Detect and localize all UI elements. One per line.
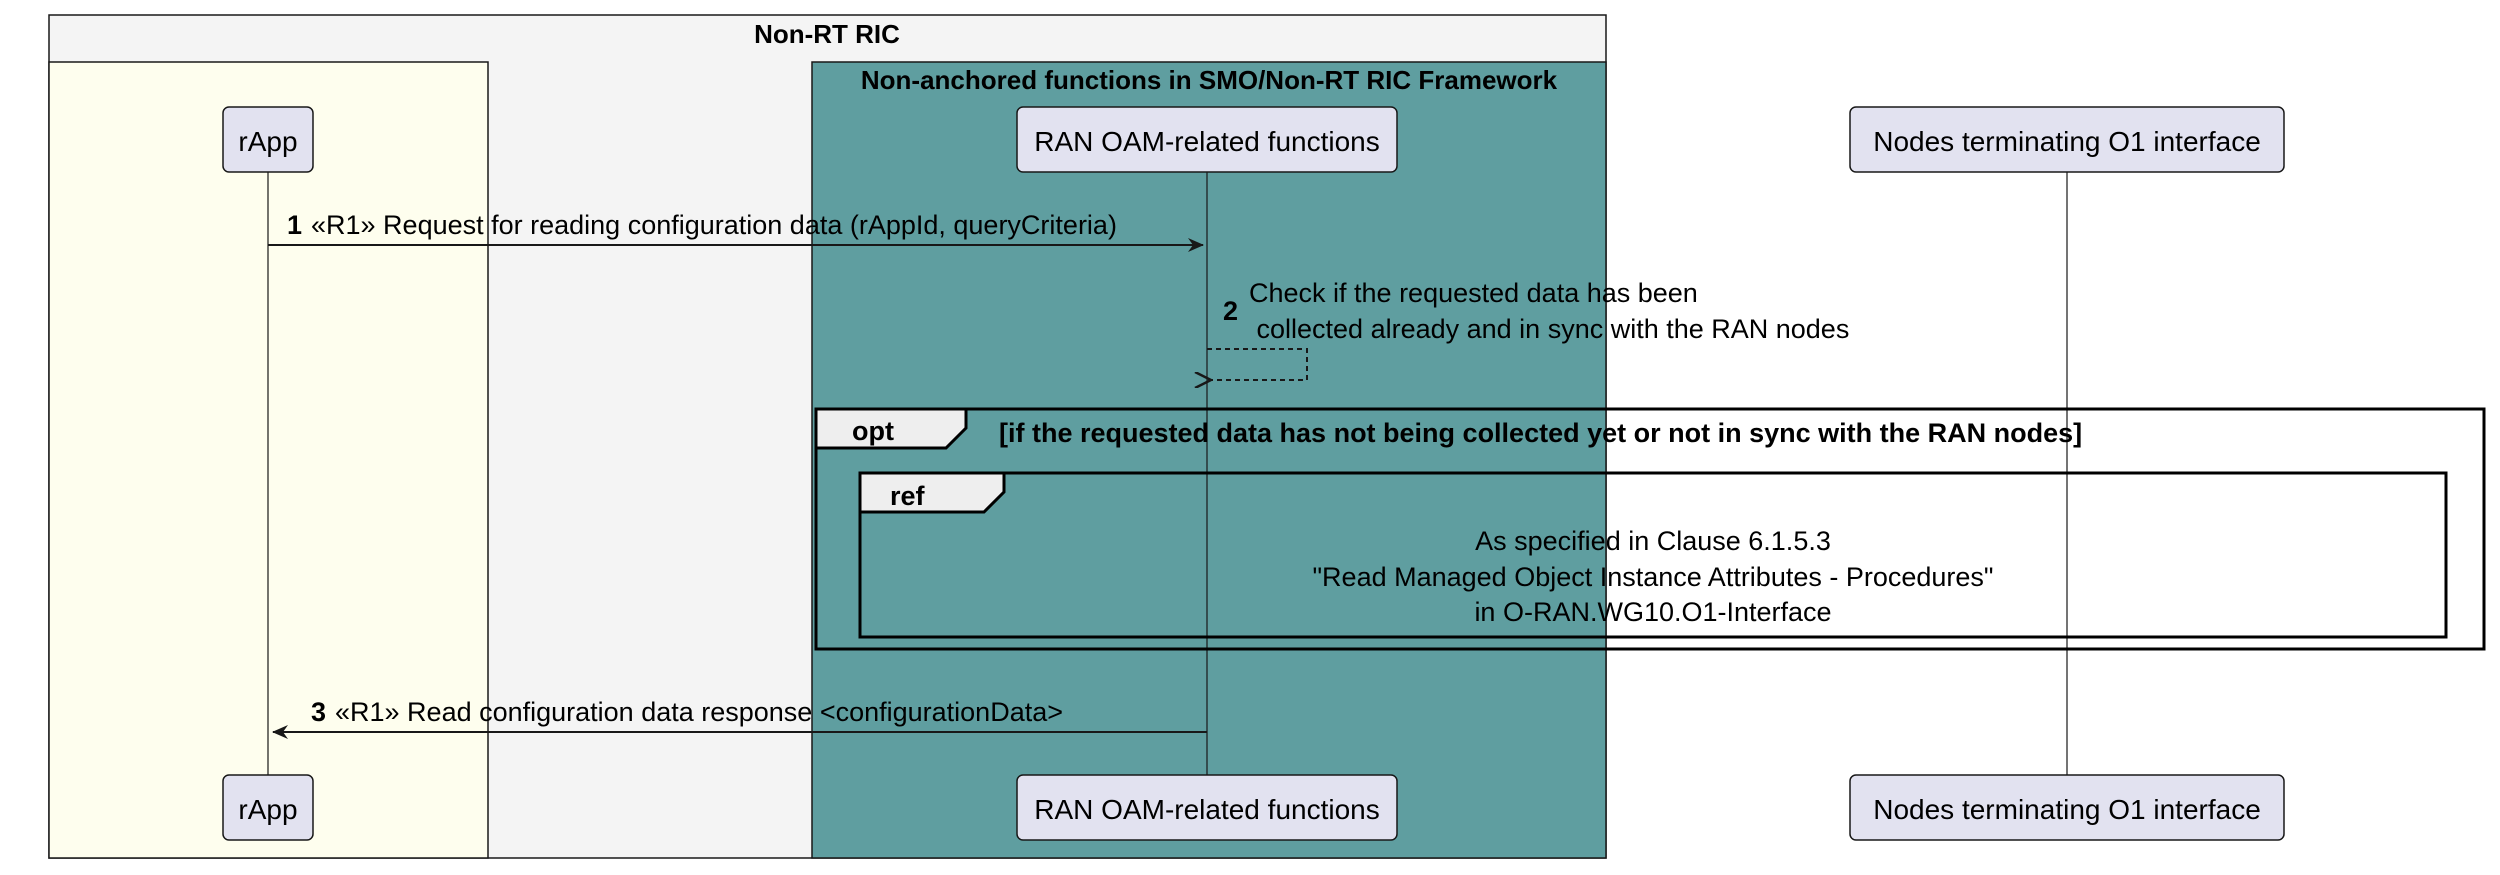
message-1-label: «R1» Request for reading configuration d…: [311, 210, 1117, 240]
participant-ran-oam-bottom: RAN OAM-related functions: [1016, 774, 1398, 841]
framework-box: [811, 61, 1607, 859]
ref-text-line2: "Read Managed Object Instance Attributes…: [1312, 562, 1993, 592]
ref-text-line3: in O-RAN.WG10.O1-Interface: [1474, 597, 1831, 627]
opt-keyword: opt: [852, 416, 894, 446]
ref-fragment: ref As specified in Clause 6.1.5.3 "Read…: [858, 471, 2448, 639]
message-2-arrow: [1207, 348, 1308, 380]
opt-condition: [if the requested data has not being col…: [999, 418, 2082, 448]
message-3-number: 3: [311, 697, 326, 727]
participant-rapp-bottom: rApp: [222, 774, 314, 841]
message-3-label: «R1» Read configuration data response <c…: [335, 697, 1063, 727]
participant-ran-oam-bottom-label: RAN OAM-related functions: [1034, 794, 1379, 825]
opt-fragment: opt [if the requested data has not being…: [814, 407, 2486, 651]
ref-text-line1: As specified in Clause 6.1.5.3: [1475, 526, 1831, 556]
message-2-label-line1: Check if the requested data has been: [1249, 278, 1698, 308]
participant-ran-oam-top-label: RAN OAM-related functions: [1034, 126, 1379, 157]
participant-nodes-o1-top: Nodes terminating O1 interface: [1849, 106, 2285, 173]
participant-nodes-o1-bottom-label: Nodes terminating O1 interface: [1873, 794, 2261, 825]
message-2-label-line2: collected already and in sync with the R…: [1249, 314, 1849, 344]
participant-rapp-bottom-label: rApp: [238, 794, 297, 825]
framework-title: Non-anchored functions in SMO/Non-RT RIC…: [861, 65, 1558, 95]
participant-rapp-top: rApp: [222, 106, 314, 173]
participant-rapp-top-label: rApp: [238, 126, 297, 157]
participant-ran-oam-top: RAN OAM-related functions: [1016, 106, 1398, 173]
message-1-number: 1: [287, 210, 302, 240]
participant-nodes-o1-top-label: Nodes terminating O1 interface: [1873, 126, 2261, 157]
non-rt-ric-title: Non-RT RIC: [754, 19, 900, 49]
message-2-number: 2: [1223, 296, 1238, 326]
ref-keyword: ref: [890, 481, 926, 511]
participant-nodes-o1-bottom: Nodes terminating O1 interface: [1849, 774, 2285, 841]
